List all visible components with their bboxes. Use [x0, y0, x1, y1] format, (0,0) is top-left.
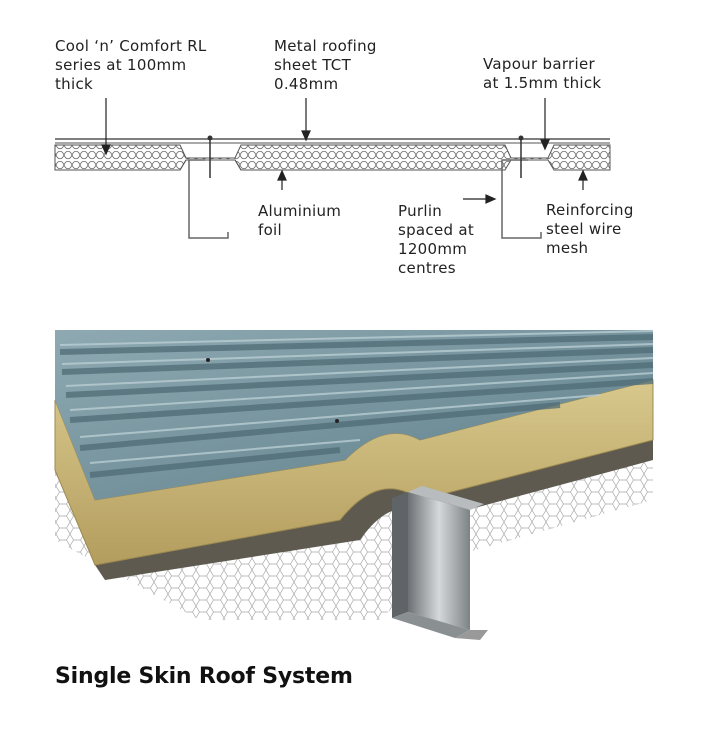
roofing-sheet-label: Metal roofing sheet TCT 0.48mm — [274, 37, 377, 93]
roof-sheet-highlights — [59, 330, 654, 464]
wire-mesh-label: Reinforcing steel wire mesh — [546, 201, 634, 257]
purlin-left — [188, 159, 229, 239]
purlin-render — [392, 486, 488, 640]
insulation-slab — [54, 379, 654, 566]
purlin-right — [501, 159, 542, 239]
diagram-caption: Single Skin Roof System — [55, 664, 353, 689]
roofing-sheet-line — [55, 138, 610, 144]
fixing-screws — [207, 135, 524, 178]
aluminium-foil-label: Aluminium foil — [258, 202, 342, 239]
leader-arrows — [101, 98, 588, 204]
roof-cross-section-diagram — [54, 98, 611, 239]
roof-system-render — [54, 330, 654, 640]
roof-sheet-ribs — [59, 334, 654, 478]
purlin-label: Purlin spaced at 1200mm centres — [398, 202, 475, 277]
fixing-dot — [206, 358, 210, 362]
fixing-dot — [335, 419, 339, 423]
vapour-barrier-label: Vapour barrier at 1.5mm thick — [483, 55, 602, 92]
vapour-barrier — [95, 440, 653, 580]
insulation-label: Cool ‘n’ Comfort RL series at 100mm thic… — [55, 37, 207, 93]
